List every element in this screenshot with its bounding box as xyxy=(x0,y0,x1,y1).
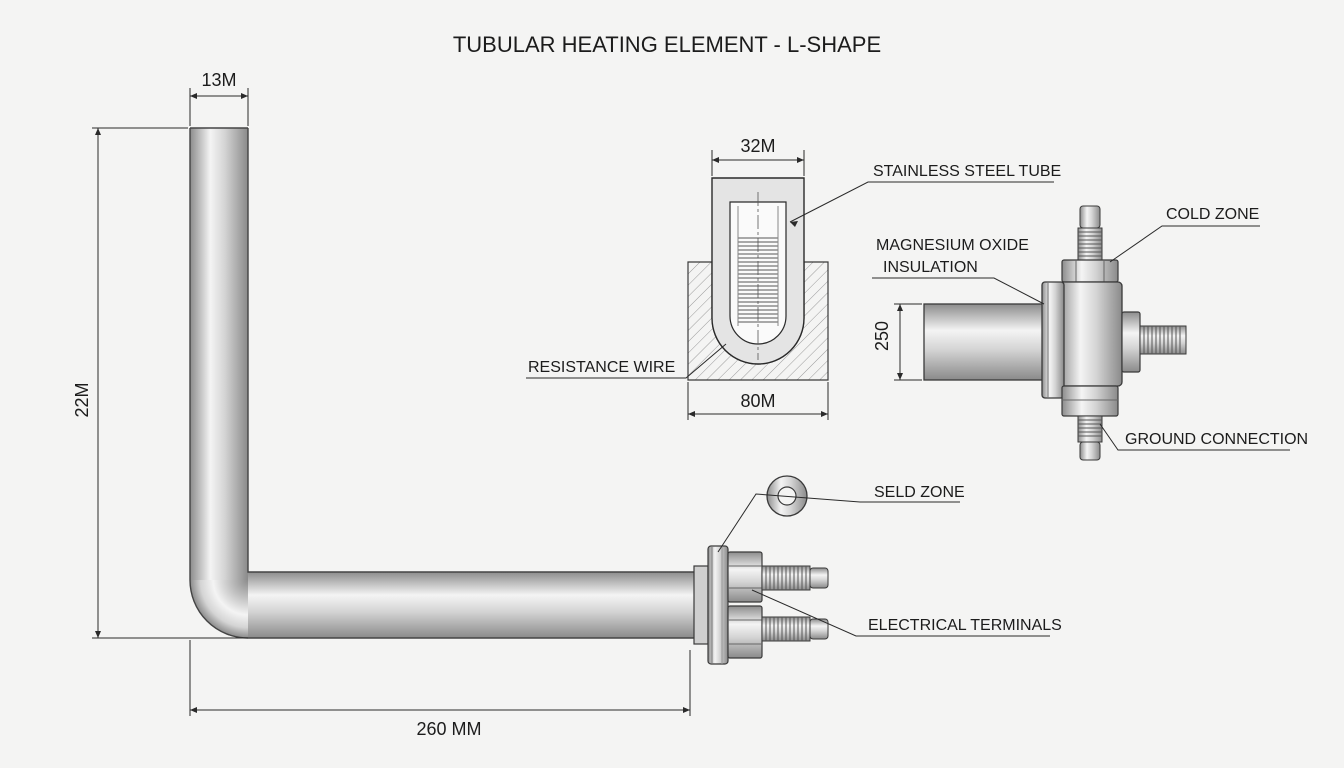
callout-seld-zone: SELD ZONE xyxy=(717,484,965,553)
flange-height-label: 250 xyxy=(872,321,892,351)
tube-bend xyxy=(190,580,248,638)
terminal-assembly xyxy=(693,545,829,665)
horizontal-length-label: 260 MM xyxy=(416,719,481,739)
block-width-label: 80M xyxy=(740,391,775,411)
dimension-section-width: 32M xyxy=(711,136,805,176)
vertical-height-label: 22M xyxy=(72,382,92,417)
dimension-tube-diameter: 13M xyxy=(189,70,249,126)
callout-electrical-terminals: ELECTRICAL TERMINALS xyxy=(751,589,1062,637)
dimension-vertical-height: 22M xyxy=(72,127,248,639)
svg-text:COLD ZONE: COLD ZONE xyxy=(1166,206,1259,223)
dimension-flange-height: 250 xyxy=(872,303,922,381)
l-shaped-tube xyxy=(189,127,698,639)
callout-cold-zone: COLD ZONE xyxy=(1109,206,1260,263)
svg-text:STAINLESS STEEL TUBE: STAINLESS STEEL TUBE xyxy=(873,163,1061,180)
callout-resistance-wire: RESISTANCE WIRE xyxy=(526,343,727,379)
cross-section-view xyxy=(687,177,829,381)
diagram-title: TUBULAR HEATING ELEMENT - L-SHAPE xyxy=(453,32,881,57)
svg-text:SELD ZONE: SELD ZONE xyxy=(874,484,965,501)
tube-diameter-label: 13M xyxy=(201,70,236,90)
svg-text:INSULATION: INSULATION xyxy=(883,259,978,276)
horizontal-tube-leg xyxy=(248,572,698,638)
vertical-tube-leg xyxy=(190,128,248,580)
dimension-horizontal-length: 260 MM xyxy=(189,640,691,739)
svg-text:MAGNESIUM OXIDE: MAGNESIUM OXIDE xyxy=(876,237,1029,254)
svg-text:RESISTANCE WIRE: RESISTANCE WIRE xyxy=(528,359,675,376)
callout-ground-connection: GROUND CONNECTION xyxy=(1099,423,1308,451)
callout-stainless-steel-tube: STAINLESS STEEL TUBE xyxy=(789,163,1061,227)
svg-text:GROUND CONNECTION: GROUND CONNECTION xyxy=(1125,431,1308,448)
callout-magnesium-oxide: MAGNESIUM OXIDE INSULATION xyxy=(872,237,1045,305)
section-width-label: 32M xyxy=(740,136,775,156)
terminal-detail-view xyxy=(923,205,1187,461)
svg-text:ELECTRICAL TERMINALS: ELECTRICAL TERMINALS xyxy=(868,617,1062,634)
dimension-block-width: 80M xyxy=(687,382,829,420)
